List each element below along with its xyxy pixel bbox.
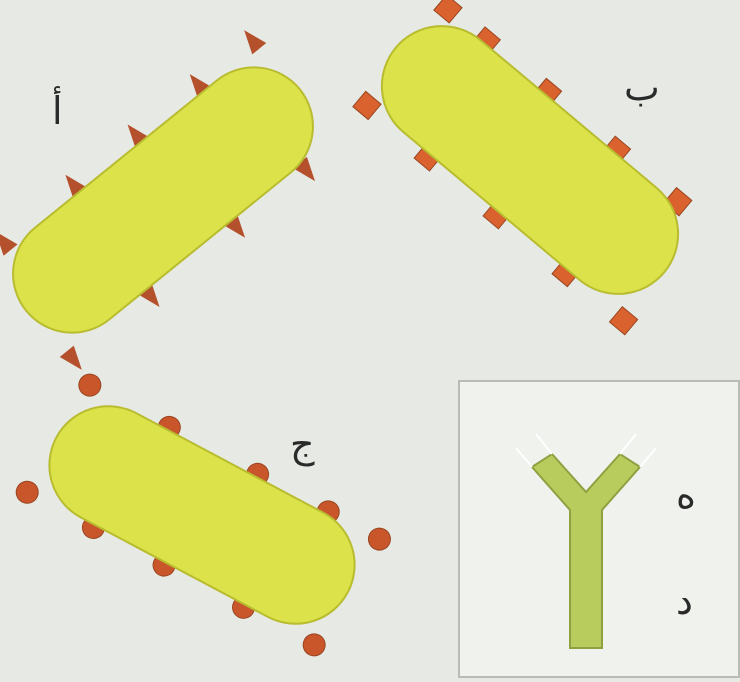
antibody-arm-left-tip-line xyxy=(516,448,532,467)
antibody-body xyxy=(532,454,640,648)
bacterium-square-antigens xyxy=(349,0,719,335)
square-antigen xyxy=(353,91,381,119)
bacterium-group xyxy=(0,24,353,375)
label-d: د xyxy=(676,582,693,620)
bacterium-cell xyxy=(29,385,376,644)
antibody-arm-right-tip-line xyxy=(640,448,656,467)
bacterium-circle-antigens xyxy=(12,368,394,664)
antibody-panel xyxy=(458,380,740,678)
circle-antigen xyxy=(365,524,395,554)
bacterium-cell xyxy=(0,43,337,356)
label-c: ج xyxy=(290,425,315,463)
triangle-antigen xyxy=(237,24,266,54)
square-antigen xyxy=(434,0,462,23)
circle-antigen xyxy=(12,477,42,507)
bacterium-cell xyxy=(357,2,702,319)
antibody-arm-right-tip-line xyxy=(620,434,636,454)
triangle-antigen xyxy=(0,226,18,256)
antibody-drawing xyxy=(460,382,738,676)
bacterium-group xyxy=(349,0,719,335)
label-b: ب xyxy=(624,68,660,106)
antibody-y-shape xyxy=(516,434,656,648)
bacterium-triangle-antigens xyxy=(0,24,353,375)
square-antigen xyxy=(609,307,637,335)
label-e: ه xyxy=(676,476,696,514)
bacterium-group xyxy=(12,368,394,664)
label-a: أ xyxy=(52,92,63,130)
antibody-arm-left-tip-line xyxy=(536,434,552,454)
circle-antigen xyxy=(299,630,329,660)
triangle-antigen xyxy=(60,346,89,376)
circle-antigen xyxy=(75,370,105,400)
